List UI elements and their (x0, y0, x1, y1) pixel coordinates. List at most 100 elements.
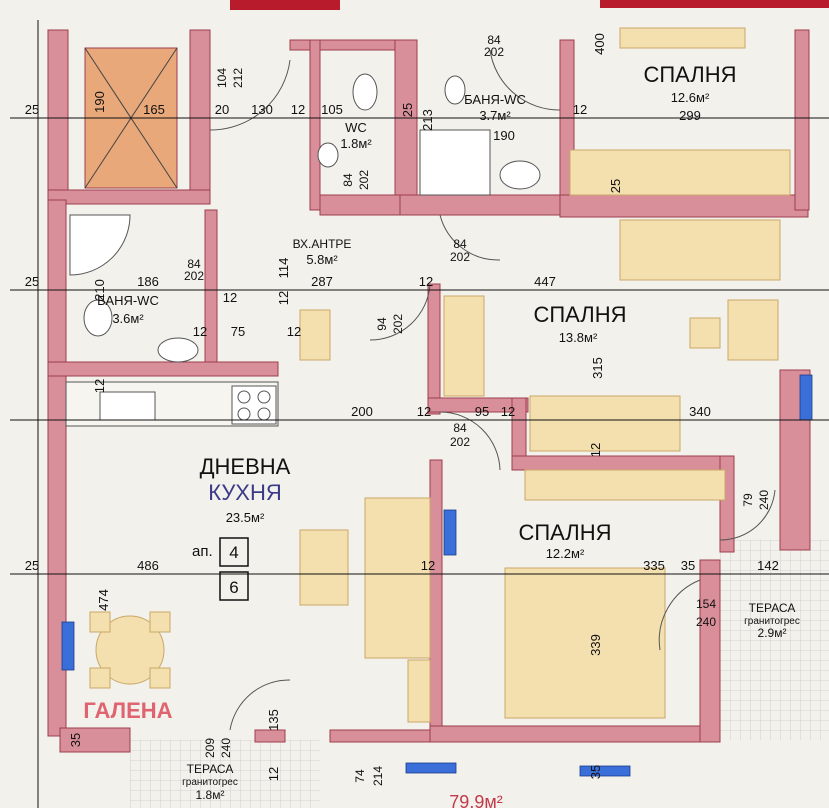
wall (394, 194, 576, 216)
dining-chair (89, 667, 111, 689)
wall (47, 361, 279, 377)
dimension-label: 12 (421, 558, 435, 573)
door-swing (369, 284, 431, 341)
wardrobe-bottom (524, 469, 726, 501)
door-label: 74 (353, 769, 367, 783)
dining-chair (149, 667, 171, 689)
dimension-label: 75 (231, 324, 245, 339)
radiators (61, 374, 813, 777)
kitchen-name: КУХНЯ (208, 480, 282, 505)
door-swing (489, 49, 561, 111)
corner-shower (69, 214, 131, 276)
dimension-label: 105 (321, 102, 343, 117)
wall (429, 459, 443, 741)
dimension-label: 474 (96, 589, 111, 611)
total-area: 79.9м² (449, 792, 502, 808)
dimension-label: 130 (251, 102, 273, 117)
bath-top-area: 3.7м² (479, 108, 511, 123)
bed-headboard (619, 219, 781, 281)
wc-area: 1.8м² (340, 136, 372, 151)
wall (47, 199, 67, 377)
dimension-label: 12 (193, 324, 207, 339)
kitchen-sink (99, 391, 156, 421)
door-label: 240 (757, 490, 771, 510)
bedroom-top-width: 299 (679, 108, 701, 123)
terrace-bottom-finish: гранитогрес (182, 777, 238, 788)
floor-number: 6 (229, 578, 238, 597)
dimension-label: 12 (223, 290, 237, 305)
wall (47, 375, 67, 737)
door-swing (439, 214, 501, 261)
apartment-number: 4 (229, 543, 238, 562)
dimension-label: 12 (573, 102, 587, 117)
red-tab-top (230, 0, 340, 10)
door-label: 202 (484, 45, 504, 59)
door-swing (658, 579, 701, 651)
dimension-label: 340 (689, 404, 711, 419)
dimension-label: 20 (215, 102, 229, 117)
dimension-label: 190 (493, 128, 515, 143)
dimension-labels: 25 20 130 12 105 165 12 190 25 186 287 1… (25, 102, 779, 573)
radiator (799, 374, 813, 421)
door-label: 84 (453, 421, 467, 435)
door-label: 94 (375, 317, 389, 331)
bedroom-top-area: 12.6м² (671, 90, 710, 105)
burner (237, 390, 251, 404)
sofa (364, 497, 431, 659)
dimension-label: 200 (351, 404, 373, 419)
dimension-label: 12 (287, 324, 301, 339)
dimension-lines (10, 20, 829, 808)
terrace-right-floor (720, 540, 829, 740)
terrace-bottom-name: ТЕРАСА (187, 762, 234, 776)
dimension-label: 35 (681, 558, 695, 573)
dimension-label: 12 (501, 404, 515, 419)
shower-tray (419, 129, 491, 196)
terrace-bottom-area: 1.8м² (196, 788, 225, 802)
terrace-right-finish: гранитогрес (744, 616, 800, 627)
dimension-label: 12 (291, 102, 305, 117)
desk (727, 299, 779, 361)
coffee-table (299, 529, 349, 606)
living-room-name: ДНЕВНА (200, 454, 291, 479)
bedroom-bottom-height: 339 (588, 634, 603, 656)
wardrobe (619, 27, 746, 49)
radiator (443, 509, 457, 556)
dimension-label: 35 (588, 765, 603, 779)
washbasin (499, 160, 541, 190)
dimension-label: 12 (419, 274, 433, 289)
bath-top-name: БАНЯ-WC (464, 92, 526, 107)
wall (427, 283, 441, 415)
wall (427, 397, 529, 413)
door-swing (209, 59, 291, 131)
wall (254, 729, 286, 743)
dimension-label: 213 (420, 109, 435, 131)
bedroom-bottom-area: 12.2м² (546, 546, 585, 561)
dimension-label: 35 (68, 733, 83, 747)
apartment-number-box (219, 537, 249, 567)
door-label: 214 (371, 766, 385, 786)
dimension-labels-vertical: 190 114 12 213 25 474 210 12 25 12 35 13… (68, 91, 623, 781)
door-label: 84 (187, 257, 201, 271)
wall (204, 209, 218, 377)
toilet (83, 299, 113, 337)
dimension-label: 186 (137, 274, 159, 289)
furniture (299, 27, 791, 723)
wall (319, 194, 401, 216)
bedroom-mid-area: 13.8м² (559, 330, 598, 345)
toilet (352, 73, 378, 111)
door-label: 240 (696, 615, 716, 629)
watermark: ГАЛЕНА (83, 698, 172, 723)
wall (429, 725, 721, 743)
hall-name: ВХ.АНТРЕ (293, 237, 352, 251)
door-label: 84 (341, 173, 355, 187)
chair (689, 317, 721, 349)
dimension-label: 210 (92, 279, 107, 301)
door-swing (229, 679, 291, 731)
bedroom-mid-width: 447 (534, 274, 556, 289)
dining-chair (89, 611, 111, 633)
dimension-label: 135 (266, 709, 281, 731)
dimension-label: 12 (92, 379, 107, 393)
door-labels: 104 212 84 202 84 202 84 202 84 202 94 2… (184, 33, 771, 786)
wall (189, 29, 211, 201)
